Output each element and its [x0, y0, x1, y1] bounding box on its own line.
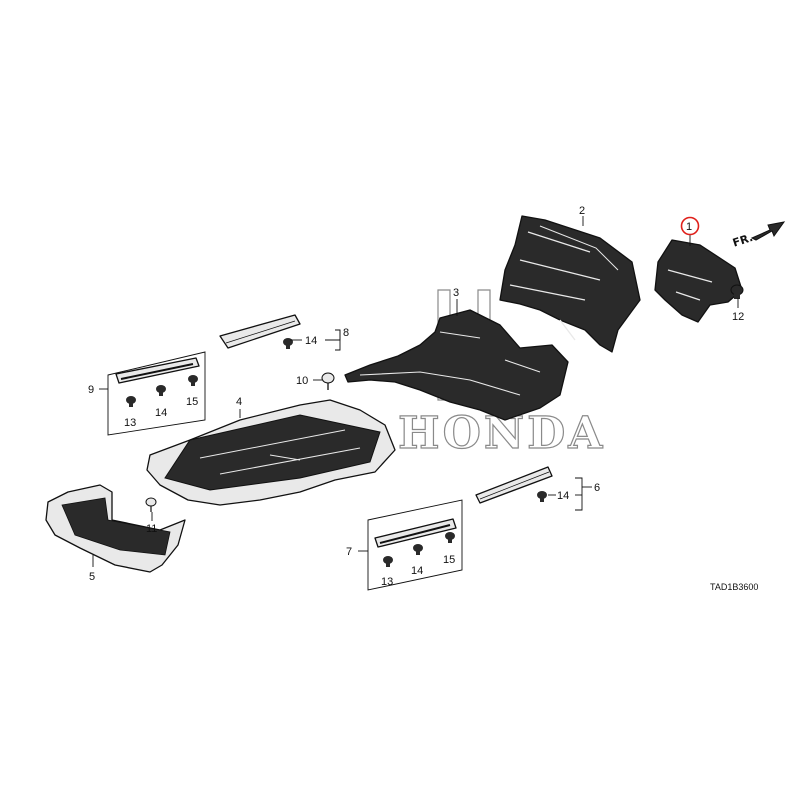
- callout-3: 3: [453, 287, 459, 299]
- callout-4: 4: [236, 396, 242, 408]
- highlight-circle: [680, 216, 700, 236]
- callout-labels: 1 2 3 4 5 6 7 8 9 10 11 12 13 14 15 13 1…: [88, 205, 744, 588]
- part-12-clip-icon: [730, 284, 744, 299]
- g7-callout-14: 14: [411, 565, 423, 577]
- g9-callout-15: 15: [186, 396, 198, 408]
- callout-2: 2: [579, 205, 585, 217]
- g8-callout-14: 14: [305, 335, 317, 347]
- part-10-clip-icon: [321, 372, 335, 390]
- callout-12: 12: [732, 311, 744, 323]
- part-8-sill-garnish: [219, 314, 301, 349]
- g9-callout-14: 14: [155, 407, 167, 419]
- front-arrow-label: FR.: [731, 231, 754, 250]
- part-3-front-carpet: [344, 309, 569, 421]
- diagram-code: TAD1B3600: [710, 582, 758, 592]
- callout-8: 8: [343, 327, 349, 339]
- group-9-box: [107, 351, 206, 436]
- callout-6: 6: [594, 482, 600, 494]
- part-1-insulator: [654, 239, 743, 323]
- callout-9: 9: [88, 384, 94, 396]
- g6-callout-14: 14: [557, 490, 569, 502]
- g7-callout-13: 13: [381, 576, 393, 588]
- g6-clip-icon: [537, 491, 547, 502]
- g9-callout-13: 13: [124, 417, 136, 429]
- part-2-dash-insulator: [499, 215, 641, 353]
- leader-lines: [92, 216, 739, 567]
- group-7-box: [367, 499, 463, 591]
- part-11-clip-icon: [145, 497, 157, 512]
- callout-7: 7: [346, 546, 352, 558]
- part-4-rear-carpet: [146, 399, 396, 506]
- callout-1: 1: [686, 221, 692, 233]
- front-arrow-icon: FR.: [731, 221, 786, 250]
- part-6-sill-garnish: [475, 466, 553, 504]
- callout-5: 5: [89, 571, 95, 583]
- g7-callout-15: 15: [443, 554, 455, 566]
- part-5-trunk-floor: [45, 484, 186, 573]
- callout-11: 11: [146, 523, 157, 535]
- callout-10: 10: [296, 375, 308, 387]
